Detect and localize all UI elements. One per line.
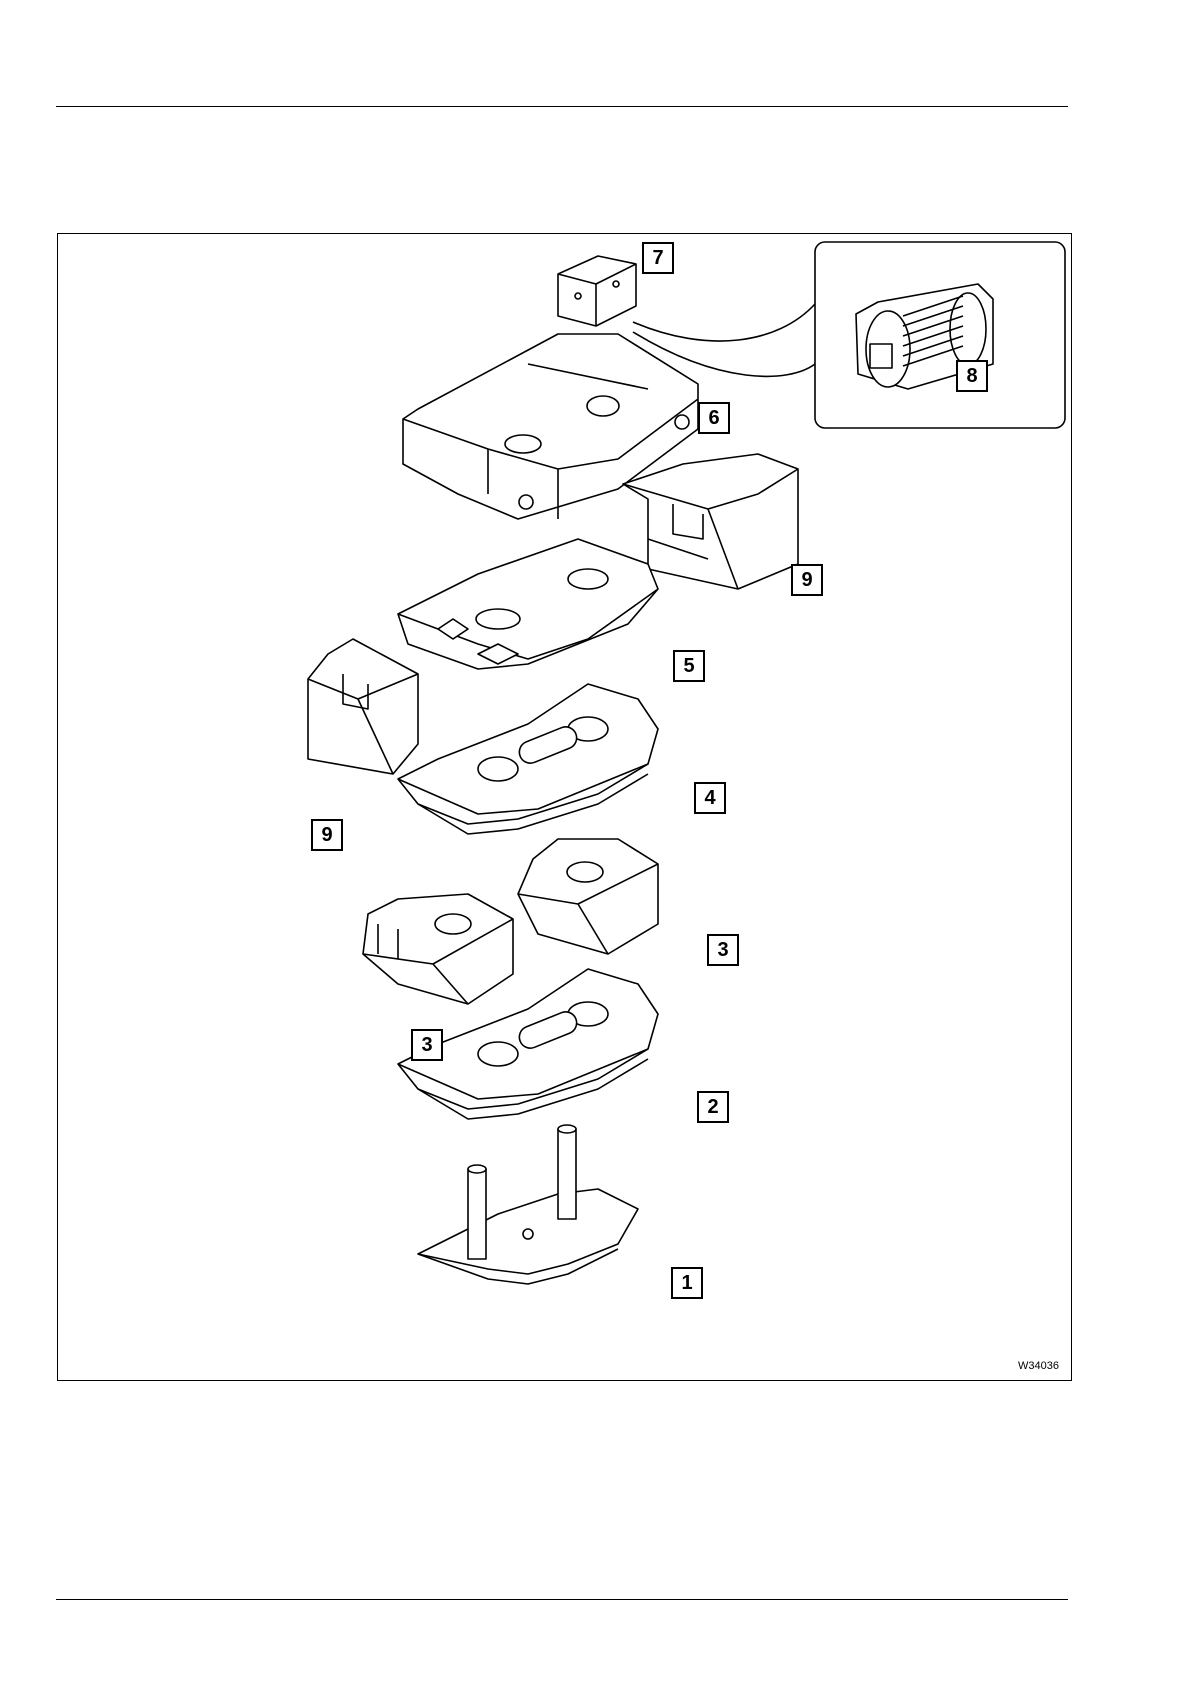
callout-1: 1 xyxy=(671,1267,703,1299)
part-4-ballast-plate xyxy=(398,684,658,834)
part-7-block xyxy=(558,256,636,326)
figure-id: W34036 xyxy=(1018,1360,1059,1372)
header-rule xyxy=(56,106,1068,107)
part-1-base-plate xyxy=(418,1125,638,1284)
callout-9-right: 9 xyxy=(791,564,823,596)
callout-9-left: 9 xyxy=(311,819,343,851)
part-5-plate xyxy=(398,539,658,669)
callout-3-left: 3 xyxy=(411,1029,443,1061)
callout-6: 6 xyxy=(698,402,730,434)
exploded-view-drawing xyxy=(58,234,1071,1380)
footer-rule xyxy=(56,1599,1068,1600)
callout-2: 2 xyxy=(697,1091,729,1123)
callout-8: 8 xyxy=(956,360,988,392)
callout-7: 7 xyxy=(642,242,674,274)
callout-3-right: 3 xyxy=(707,934,739,966)
part-3-ballast-block-right xyxy=(518,839,658,954)
exploded-view-figure: 7 8 6 9 5 4 9 3 3 2 1 W34036 xyxy=(57,233,1072,1381)
callout-5: 5 xyxy=(673,650,705,682)
part-9-side-block-left xyxy=(308,639,418,774)
callout-4: 4 xyxy=(694,782,726,814)
part-3-ballast-block-left xyxy=(363,894,513,1004)
